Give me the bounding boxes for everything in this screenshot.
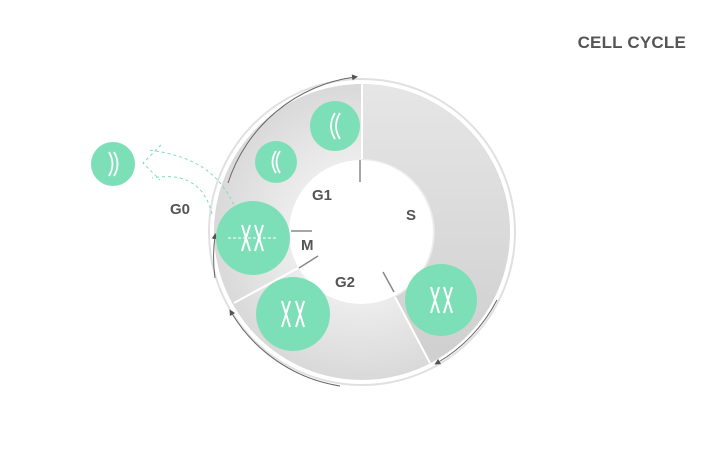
outer-ring	[208, 78, 516, 386]
chromosome-icon	[330, 112, 341, 140]
g0-arrowhead	[142, 144, 162, 181]
cell-g2	[256, 277, 330, 351]
cell-g0	[91, 142, 135, 186]
tick-s-g2	[382, 271, 395, 293]
g0-exit-path-1	[147, 149, 237, 211]
label-g1: G1	[312, 187, 332, 204]
chromosome-icon	[241, 224, 264, 252]
g0-exit-path-2	[151, 176, 213, 215]
label-m: M	[301, 237, 314, 254]
divider-g2-m	[233, 267, 299, 304]
label-g2: G2	[335, 274, 355, 291]
chromosome-icon	[281, 300, 305, 328]
arrow-g1-arc	[227, 74, 358, 184]
label-s: S	[406, 207, 416, 224]
arrow-m-arc	[211, 233, 218, 279]
cell-s-end	[405, 264, 477, 336]
inner-circle	[289, 160, 433, 304]
cell-m	[216, 201, 290, 275]
cell-g1-early	[255, 141, 297, 183]
tick-m-g2	[298, 255, 319, 269]
cell-g1-late	[310, 101, 360, 151]
chromosome-icon	[108, 151, 119, 177]
label-g0: G0	[170, 201, 190, 218]
chromosome-icon	[430, 286, 453, 314]
diagram-title: CELL CYCLE	[577, 33, 686, 52]
arrow-g2-arc	[229, 309, 341, 387]
chromosome-icon	[271, 150, 281, 174]
divider-s-g2	[394, 296, 431, 364]
arrow-s-arc	[434, 299, 498, 365]
